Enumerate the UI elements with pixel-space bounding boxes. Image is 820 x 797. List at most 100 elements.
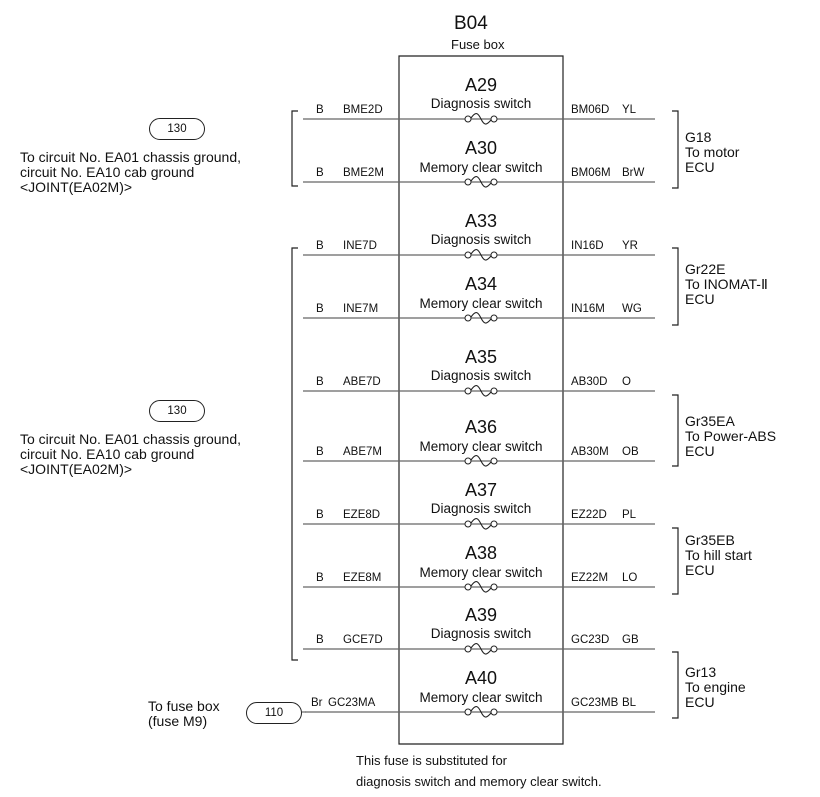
wire-color-left: B (316, 240, 324, 252)
fuse-link-icon (471, 386, 491, 396)
right-bracket-4 (672, 652, 678, 718)
wire-code-left: EZE8M (343, 572, 382, 584)
wire-code-right: AB30M (571, 446, 609, 458)
fuse-id: A36 (464, 417, 498, 437)
fuse-terminal-icon (490, 583, 498, 591)
ecu-power-abs: Gr35EA To Power-ABS ECU (685, 413, 777, 459)
fuse-terminal-icon (490, 520, 498, 528)
wire-code-left: ABE7D (343, 376, 381, 388)
fuse-terminal-icon (464, 708, 472, 716)
wire-code-left: GC23MA (328, 697, 376, 709)
wire-color-left: B (316, 446, 324, 458)
page-ref-130-lower[interactable]: 130 (149, 400, 205, 422)
wire-code-right: BM06M (571, 167, 611, 179)
fuse-box-id: B04 (454, 13, 488, 34)
ecu-hill-start: Gr35EB To hill start ECU (685, 532, 752, 578)
fuse-id: A40 (464, 668, 498, 688)
fuse-name: Memory clear switch (419, 690, 543, 705)
ecu-inomat: Gr22E To INOMAT-Ⅱ ECU (685, 261, 768, 307)
wire-code-right: GC23D (571, 634, 610, 646)
wire-color-right: BrW (622, 167, 645, 179)
fuse-terminal-icon (464, 251, 472, 259)
fuse-terminal-icon (464, 178, 472, 186)
wire-color-right: YL (622, 104, 637, 116)
wire-color-left: Br (311, 697, 323, 709)
left-bracket-upper (292, 111, 298, 186)
fuse-link-icon (471, 456, 491, 466)
ecu-motor: G18 To motor ECU (685, 129, 740, 175)
fuse-id: A29 (464, 75, 498, 95)
fuse-name: Diagnosis switch (430, 96, 532, 111)
wire-color-right: YR (622, 240, 638, 252)
fuse-name: Memory clear switch (419, 439, 543, 454)
wire-code-right: GC23MB (571, 697, 619, 709)
wire-code-left: BME2D (343, 104, 383, 116)
wire-code-left: BME2M (343, 167, 384, 179)
wire-color-left: B (316, 376, 324, 388)
fuse-id: A34 (464, 274, 498, 294)
wire-color-left: B (316, 303, 324, 315)
wire-color-left: B (316, 509, 324, 521)
right-bracket-1 (672, 248, 678, 325)
fuse-name: Memory clear switch (419, 565, 543, 580)
fuse-link-icon (471, 177, 491, 187)
wire-color-left: B (316, 104, 324, 116)
wire-code-right: IN16D (571, 240, 604, 252)
wire-code-right: BM06D (571, 104, 610, 116)
fuse-id: A35 (464, 347, 498, 367)
fuse-link-icon (471, 114, 491, 124)
fuse-terminal-icon (464, 457, 472, 465)
fuse-terminal-icon (464, 520, 472, 528)
fuse-link-icon (471, 250, 491, 260)
wire-code-left: ABE7M (343, 446, 382, 458)
fuse-box-name: Fuse box (451, 37, 505, 52)
page-ref-110[interactable]: 110 (246, 702, 302, 724)
fuse-terminal-icon (490, 251, 498, 259)
fuse-box-outline (399, 56, 563, 744)
ecu-engine: Gr13 To engine ECU (685, 664, 746, 710)
fuse-name: Memory clear switch (419, 296, 543, 311)
fuse-terminal-icon (490, 457, 498, 465)
wire-code-left: INE7D (343, 240, 377, 252)
wire-color-right: O (622, 376, 631, 388)
fuse-terminal-icon (464, 314, 472, 322)
fuse-name: Diagnosis switch (430, 368, 532, 383)
wire-color-right: PL (622, 509, 637, 521)
right-bracket-0 (672, 111, 678, 188)
wire-code-left: GCE7D (343, 634, 383, 646)
wire-code-right: AB30D (571, 376, 608, 388)
fuse-id: A37 (464, 480, 498, 500)
wire-color-right: GB (622, 634, 639, 646)
fuse-id: A30 (464, 138, 498, 158)
fuse-name: Diagnosis switch (430, 501, 532, 516)
fuse-terminal-icon (464, 645, 472, 653)
wire-color-right: BL (622, 697, 637, 709)
fuse-link-icon (471, 582, 491, 592)
wire-color-left: B (316, 167, 324, 179)
fuse-link-icon (471, 644, 491, 654)
wire-color-right: WG (622, 303, 642, 315)
fuse-id: A33 (464, 211, 498, 231)
fuse-terminal-icon (490, 115, 498, 123)
page-ref-130-upper[interactable]: 130 (149, 118, 205, 140)
wire-code-left: EZE8D (343, 509, 381, 521)
ground-ref-lower: To circuit No. EA01 chassis ground, circ… (20, 431, 241, 477)
fuse-terminal-icon (490, 178, 498, 186)
fuse-name: Diagnosis switch (430, 232, 532, 247)
wire-code-left: INE7M (343, 303, 379, 315)
fuse-terminal-icon (490, 314, 498, 322)
fuse-id: A38 (464, 543, 498, 563)
fuse-box-ref: To fuse box (fuse M9) (148, 698, 220, 729)
fuse-terminal-icon (490, 387, 498, 395)
right-bracket-3 (672, 528, 678, 594)
fuse-link-icon (471, 707, 491, 717)
wire-code-right: EZ22M (571, 572, 609, 584)
fuse-terminal-icon (490, 645, 498, 653)
wire-color-right: OB (622, 446, 639, 458)
wire-color-right: LO (622, 572, 638, 584)
fuse-terminal-icon (490, 708, 498, 716)
fuse-link-icon (471, 519, 491, 529)
left-bracket-lower (292, 248, 298, 660)
wire-code-right: IN16M (571, 303, 605, 315)
